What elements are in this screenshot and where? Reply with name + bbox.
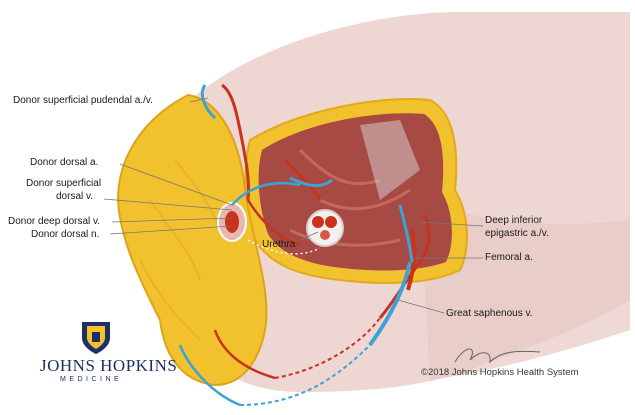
leader-dorsal-a (119, 163, 233, 206)
label-donor-superficial-1: Donor superficial (26, 178, 102, 189)
leader-pudendal (189, 97, 209, 103)
label-donor-superficial-2: dorsal v. (56, 191, 94, 202)
flap-vein-lower (178, 344, 241, 407)
leader-lines (103, 97, 484, 314)
leader-urethra (299, 231, 319, 241)
dorsal-artery-route (246, 199, 301, 247)
flap-artery-lower (213, 329, 276, 380)
fascia-sheen (360, 120, 420, 200)
flap-texture (139, 159, 221, 341)
label-donor-dorsal-artery: Donor dorsal a. (30, 157, 99, 168)
corpus-right (325, 216, 337, 228)
leader-deep-dorsal (111, 217, 233, 223)
superficial-dorsal-vein (231, 181, 301, 206)
artery-dashed (274, 317, 381, 379)
leader-superficial-dorsal (103, 198, 233, 211)
label-deep-inferior-1: Deep inferior (485, 215, 543, 226)
vein-inside-wound (289, 176, 333, 188)
leader-dorsal-n (109, 225, 233, 235)
urethra-section (306, 209, 344, 247)
epigastric-artery (378, 214, 431, 319)
label-urethra: Urethra (262, 239, 296, 250)
hopkins-shield-logo (82, 322, 110, 354)
corpus-left (312, 216, 324, 228)
label-donor-dorsal-nerve: Donor dorsal n. (31, 229, 100, 240)
pudendal-artery (221, 83, 250, 201)
label-donor-deep-dorsal-vein: Donor deep dorsal v. (8, 216, 101, 227)
artery-inside-wound (283, 158, 322, 201)
leader-deep-inferior (419, 221, 484, 227)
label-femoral-artery: Femoral a. (485, 252, 533, 263)
flap-corpora (225, 211, 239, 233)
leader-great-saphenous (397, 299, 445, 314)
femoral-artery (406, 229, 417, 291)
vein-dashed (239, 344, 371, 406)
flap-route-dotted (247, 239, 321, 255)
logo-subtitle: MEDICINE (60, 376, 123, 383)
label-deep-inferior-2: epigastric a./v. (485, 228, 549, 239)
artist-signature (454, 348, 541, 364)
spongiosum (320, 230, 330, 240)
epigastric-vein (398, 204, 414, 263)
pudendal-vein (200, 84, 217, 120)
label-donor-superficial-pudendal: Donor superficial pudendal a./v. (13, 95, 153, 106)
label-great-saphenous: Great saphenous v. (446, 308, 533, 319)
logo-wordmark: JOHNS HOPKINS (40, 356, 178, 375)
copyright-notice: ©2018 Johns Hopkins Health System (421, 367, 579, 378)
great-saphenous-vein (368, 261, 412, 347)
muscle-highlights (289, 148, 411, 247)
thigh-shading (420, 200, 630, 380)
